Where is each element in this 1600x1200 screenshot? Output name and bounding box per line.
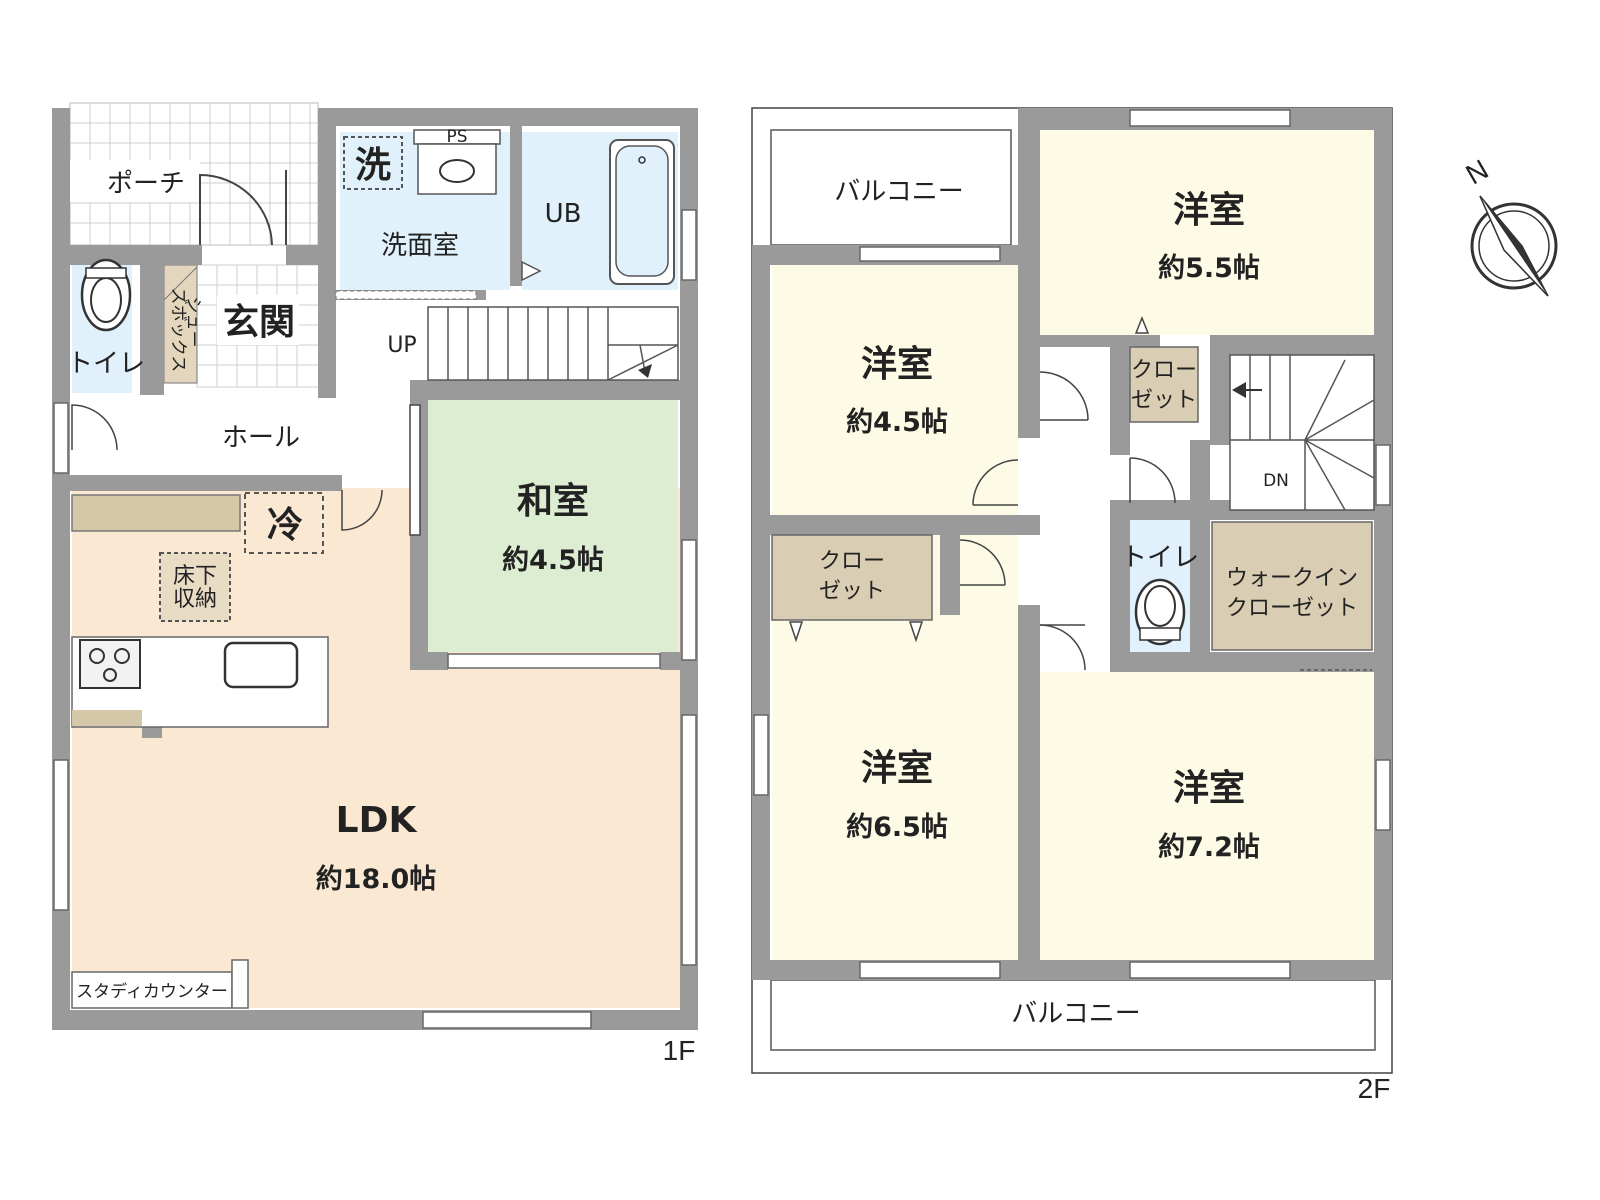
room-nw-area: 約4.5帖	[846, 406, 948, 438]
room-se-name: 洋室	[1173, 768, 1245, 809]
floor-1-label: 1F	[663, 1035, 696, 1066]
balcony-top-label: バルコニー	[834, 177, 963, 207]
walk-in-closet-label-1: ウォークイン	[1226, 566, 1358, 591]
washer-mark: 洗	[355, 145, 391, 186]
fridge-space	[244, 492, 324, 554]
ldk-name: LDK	[336, 800, 418, 841]
ldk-area: 約18.0帖	[316, 863, 437, 895]
room-nw-name: 洋室	[861, 344, 933, 385]
japanese-room-area: 約4.5帖	[502, 544, 604, 576]
walk-in-closet	[1211, 521, 1373, 651]
room-ne-name: 洋室	[1173, 190, 1245, 231]
balcony-bottom-label: バルコニー	[1011, 999, 1140, 1029]
room-sw-name: 洋室	[861, 748, 933, 789]
balcony-bottom	[770, 979, 1376, 1051]
floor-2-label: 2F	[1358, 1073, 1391, 1104]
closet-left-label-2: ゼット	[819, 579, 885, 604]
toilet-2f-icon	[1134, 578, 1186, 646]
closet-small-label-1: クロー	[1131, 358, 1197, 383]
stairs-2f	[1229, 354, 1375, 511]
floor-1-plan	[52, 102, 698, 1030]
floor-2-doors	[959, 371, 1176, 671]
floor-1-windows	[53, 209, 697, 1029]
vanity-sink-icon	[417, 143, 497, 195]
ps-label: PS	[446, 127, 467, 147]
fridge-label: 冷	[267, 505, 303, 546]
floor-2-windows	[753, 109, 1391, 979]
north-compass: N	[1461, 153, 1558, 297]
closet-left	[771, 534, 933, 621]
kitchen-back-counter	[71, 494, 241, 532]
stairs-1f	[427, 306, 679, 381]
kitchen-sink-icon	[223, 641, 299, 689]
walk-in-closet-label-2: クローゼット	[1226, 596, 1358, 621]
bath-label: UB	[545, 199, 582, 229]
closet-small	[1129, 346, 1199, 423]
toilet-2f-label: トイレ	[1121, 543, 1199, 573]
toilet-1f-icon	[80, 258, 132, 332]
room-nw-floor	[772, 265, 1018, 515]
underfloor-storage	[159, 552, 231, 622]
shoe-box-label-2: ズボックス	[168, 288, 188, 373]
underfloor-storage-label-2: 収納	[173, 587, 217, 612]
study-counter-label: スタディカウンター	[76, 981, 228, 1002]
shoe-box	[163, 264, 198, 384]
stairs-up-label: UP	[387, 333, 416, 358]
room-se-floor	[1040, 672, 1375, 960]
porch-label: ポーチ	[107, 169, 185, 199]
washer-space	[343, 136, 403, 190]
room-sw-area: 約6.5帖	[846, 811, 948, 843]
room-ne-area: 約5.5帖	[1158, 252, 1260, 284]
room-ne-floor	[1040, 130, 1375, 335]
toilet-1f-label: トイレ	[67, 349, 145, 379]
underfloor-storage-label-1: 床下	[173, 564, 217, 589]
floor-1-doors	[71, 170, 421, 536]
closet-small-label-2: ゼット	[1131, 388, 1197, 413]
japanese-room-floor	[428, 400, 678, 652]
room-se-area: 約7.2帖	[1158, 831, 1260, 863]
stairs-down-label: DN	[1263, 471, 1289, 491]
shoe-box-label-1: シュー	[183, 297, 203, 348]
north-label: N	[1461, 153, 1494, 190]
hall-label: ホール	[222, 423, 300, 453]
porch	[69, 102, 319, 246]
floor-2-plan	[751, 107, 1393, 1074]
closet-left-label-1: クロー	[819, 549, 885, 574]
entrance-label: 玄関	[223, 302, 295, 343]
washroom-label: 洗面室	[381, 231, 459, 261]
japanese-room-name: 和室	[517, 481, 589, 522]
